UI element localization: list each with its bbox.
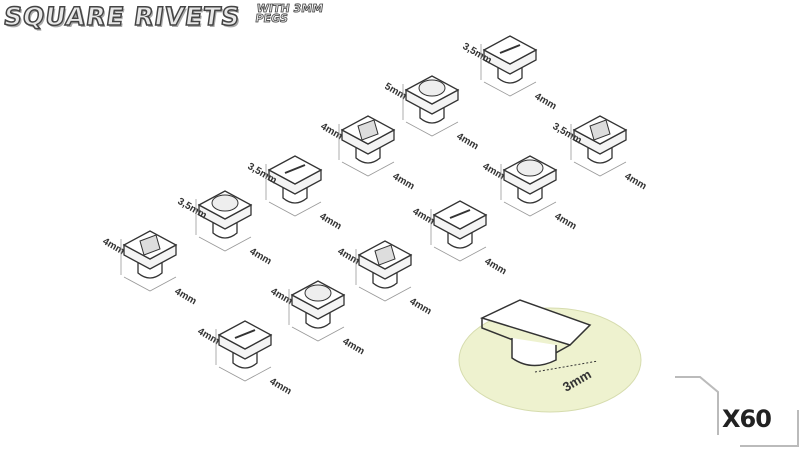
head-detail xyxy=(374,244,396,266)
height-label: 4mm xyxy=(319,121,345,142)
height-label: 3,5mm xyxy=(551,121,584,146)
width-label: 4mm xyxy=(455,131,481,152)
rivet-8: 4mm 4mm xyxy=(481,155,579,232)
width-label: 4mm xyxy=(248,246,274,267)
rivet-3: 3,5mm 4mm xyxy=(246,155,344,232)
width-label: 4mm xyxy=(553,211,579,232)
rivet-6: 3,5mm 4mm xyxy=(461,35,559,112)
height-label: 4mm xyxy=(481,161,507,182)
width-label: 4mm xyxy=(483,256,509,277)
dimension-line xyxy=(534,360,599,373)
head-detail xyxy=(234,329,256,339)
width-label: 4mm xyxy=(173,286,199,307)
height-label: 3,5mm xyxy=(246,161,279,186)
height-label: 5mm xyxy=(383,81,409,102)
head-detail xyxy=(211,194,239,212)
width-label: 4mm xyxy=(391,171,417,192)
head-detail xyxy=(516,159,544,177)
height-label: 4mm xyxy=(196,326,222,347)
height-label: 3,5mm xyxy=(176,196,209,221)
rivet-11: 4mm 4mm xyxy=(269,280,367,357)
rivet-5: 5mm 4mm xyxy=(383,75,481,152)
quantity-label: X60 xyxy=(722,405,772,433)
head-detail xyxy=(357,119,379,141)
width-label: 4mm xyxy=(623,171,649,192)
head-detail xyxy=(284,164,306,174)
rivet-4: 4mm 4mm xyxy=(319,115,417,192)
rivet-10: 4mm 4mm xyxy=(336,240,434,317)
rivet-2: 3,5mm 4mm xyxy=(176,190,274,267)
head-detail xyxy=(449,209,471,219)
width-label: 4mm xyxy=(408,296,434,317)
rivet-12: 4mm 4mm xyxy=(196,320,294,397)
width-label: 4mm xyxy=(268,376,294,397)
rivet-7: 3,5mm 4mm xyxy=(551,115,649,192)
height-label: 4mm xyxy=(269,286,295,307)
head-detail xyxy=(418,79,446,97)
width-label: 4mm xyxy=(318,211,344,232)
head-detail xyxy=(499,44,521,54)
rivet-9: 4mm 4mm xyxy=(411,200,509,277)
peg-detail-callout: 3mm xyxy=(458,299,642,413)
head-detail xyxy=(304,284,332,302)
height-label: 4mm xyxy=(101,236,127,257)
height-label: 4mm xyxy=(411,206,437,227)
count-badge-frame xyxy=(675,376,799,447)
rivet-1: 4mm 4mm xyxy=(101,230,199,307)
width-label: 4mm xyxy=(533,91,559,112)
height-label: 3,5mm xyxy=(461,41,494,66)
width-label: 4mm xyxy=(341,336,367,357)
head-detail xyxy=(589,119,611,141)
detail-peg xyxy=(511,338,557,367)
head-detail xyxy=(139,234,161,256)
height-label: 4mm xyxy=(336,246,362,267)
detail-rivet-head xyxy=(479,299,592,346)
